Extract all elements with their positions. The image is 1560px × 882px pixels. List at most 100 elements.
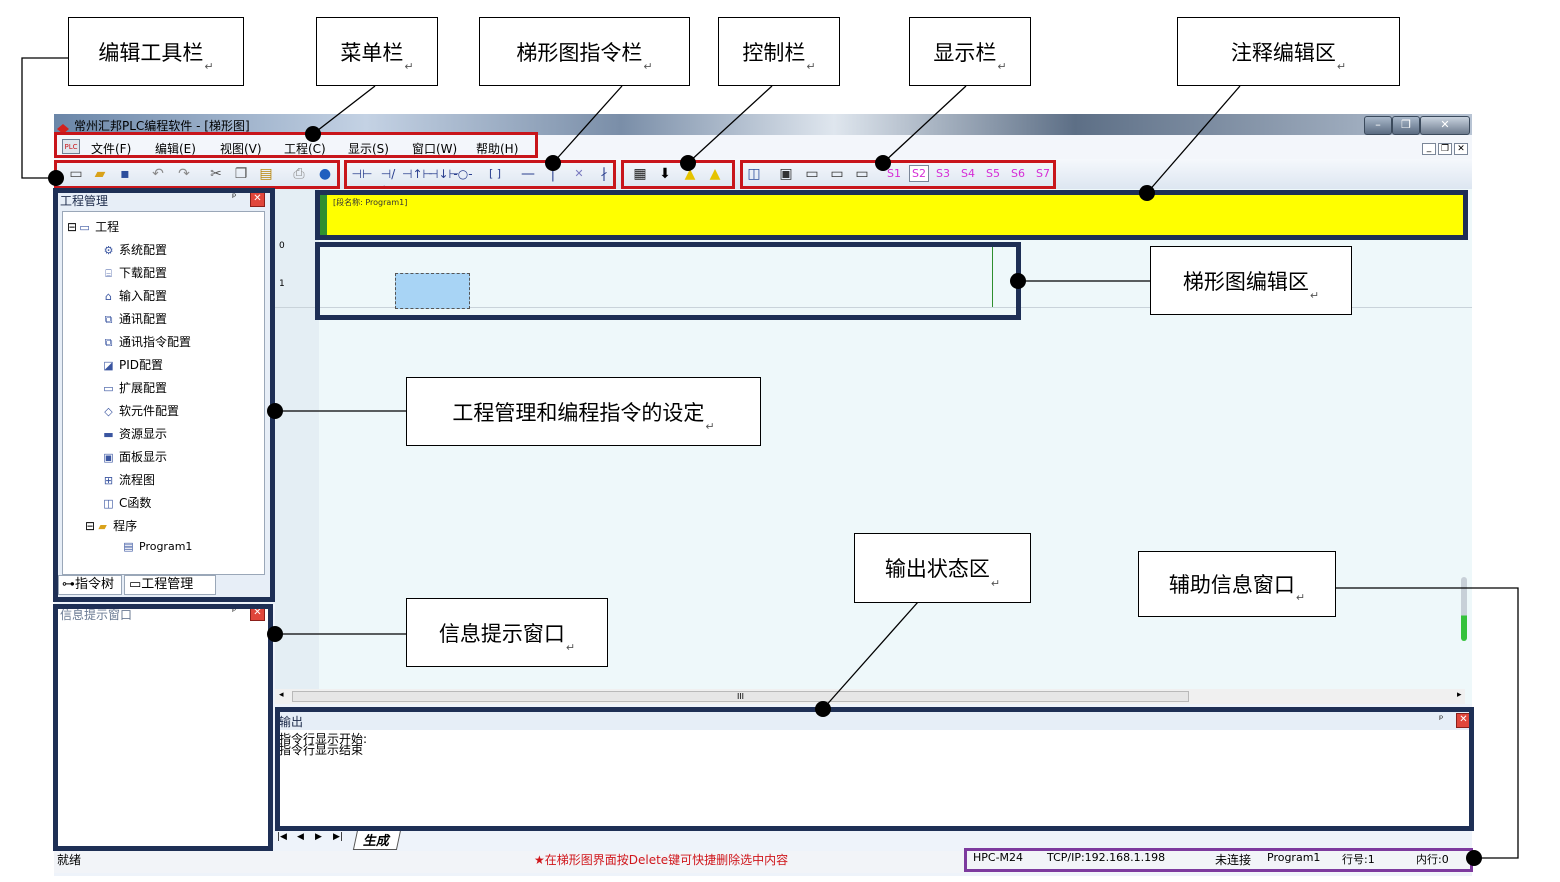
- delete-horizontal-icon[interactable]: ✕: [574, 167, 584, 180]
- display-s4[interactable]: S4: [961, 167, 975, 180]
- tree-item[interactable]: ◫C函数: [101, 494, 151, 511]
- project-tree: ⊟▭工程 ⚙系统配置 ⌸下载配置 ⌂输入配置 ⧉通讯配置 ⧉通讯指令配置 ◪PI…: [62, 211, 265, 575]
- menu-help[interactable]: 帮助(H): [476, 142, 519, 156]
- settings-icon: ⚙: [103, 244, 114, 257]
- info-panel-title: 信息提示窗口: [60, 608, 133, 622]
- comment-area[interactable]: [段名称: Program1]: [319, 193, 1465, 235]
- display-s3[interactable]: S3: [936, 167, 950, 180]
- help-icon[interactable]: ●: [318, 166, 332, 182]
- function-box-icon[interactable]: [ ]: [488, 167, 502, 180]
- warning-check-icon[interactable]: ▲: [709, 166, 721, 182]
- selection-cursor[interactable]: [395, 273, 470, 309]
- status-model: HPC-M24: [973, 851, 1024, 864]
- tree-item-program1[interactable]: ▤Program1: [121, 540, 192, 553]
- menu-edit[interactable]: 编辑(E): [155, 142, 196, 156]
- minimize-button[interactable]: –: [1364, 116, 1392, 135]
- menu-window[interactable]: 窗口(W): [412, 142, 458, 156]
- input-config-icon: ⌂: [105, 290, 112, 303]
- copy-icon[interactable]: ❐: [234, 166, 248, 182]
- nav-prev-icon[interactable]: ◀: [297, 832, 304, 842]
- scroll-thumb[interactable]: III: [292, 691, 1189, 702]
- close-button[interactable]: ✕: [1420, 116, 1470, 135]
- tree-item[interactable]: ◇软元件配置: [101, 402, 179, 419]
- callout-aux-window: 辅助信息窗口↵: [1138, 551, 1336, 617]
- undo-icon[interactable]: ↶: [152, 166, 164, 182]
- doc-restore-button[interactable]: ❐: [1438, 143, 1452, 155]
- pin-icon[interactable]: ᵖ: [232, 606, 237, 617]
- tree-root[interactable]: ⊟▭工程: [67, 220, 120, 234]
- tree-item[interactable]: ▭扩展配置: [101, 379, 167, 396]
- horizontal-scrollbar[interactable]: ◂ III ▸: [275, 689, 1465, 704]
- tree-item[interactable]: ▣面板显示: [101, 448, 167, 465]
- panel-icon: ▣: [103, 451, 114, 464]
- paste-icon[interactable]: ▤: [259, 166, 273, 182]
- tree-item[interactable]: ⌸下载配置: [101, 264, 167, 281]
- scroll-right-icon[interactable]: ▸: [1457, 690, 1462, 700]
- output-header: [275, 708, 1472, 730]
- print-icon[interactable]: ⎙: [293, 166, 305, 182]
- tab-project-management[interactable]: ▭工程管理: [124, 575, 216, 595]
- menu-file[interactable]: 文件(F): [91, 142, 132, 156]
- save-icon[interactable]: ▪: [120, 166, 130, 182]
- comment-marker: [319, 193, 327, 235]
- tree-item[interactable]: ⊞流程图: [101, 471, 155, 488]
- scroll-left-icon[interactable]: ◂: [279, 690, 284, 700]
- nav-next-icon[interactable]: ▶: [315, 832, 322, 842]
- display-mode3-icon[interactable]: ▭: [830, 166, 844, 182]
- compile-icon[interactable]: ▦: [633, 166, 647, 182]
- display-mode1-icon[interactable]: ▣: [779, 166, 793, 182]
- row-gutter: [275, 189, 319, 704]
- warning-icon[interactable]: ▲: [684, 166, 696, 182]
- row-number: 1: [279, 279, 285, 289]
- monitor-icon[interactable]: ◫: [747, 166, 761, 182]
- pin-icon[interactable]: ᵖ: [232, 192, 237, 203]
- nav-first-icon[interactable]: |◀: [277, 832, 287, 842]
- program-icon: ▤: [123, 540, 134, 553]
- tree-item[interactable]: ⧉通讯配置: [101, 310, 167, 327]
- tree-item[interactable]: ⧉通讯指令配置: [101, 333, 191, 350]
- coil-icon[interactable]: -○-: [453, 167, 473, 181]
- delete-vertical-icon[interactable]: ∤: [600, 166, 608, 182]
- open-icon[interactable]: ▰: [94, 166, 106, 182]
- display-s6[interactable]: S6: [1011, 167, 1025, 180]
- new-icon[interactable]: ▭: [69, 166, 83, 182]
- display-s1[interactable]: S1: [887, 167, 901, 180]
- vertical-line-icon[interactable]: │: [548, 166, 558, 182]
- tree-item-program-folder[interactable]: ⊟▰程序: [85, 519, 138, 533]
- redo-icon[interactable]: ↷: [178, 166, 190, 182]
- tree-tab-icon: ⊶: [62, 577, 75, 592]
- callout-comment-area: 注释编辑区↵: [1177, 17, 1400, 86]
- tree-item[interactable]: ⌂输入配置: [101, 287, 167, 304]
- collapse-icon[interactable]: ⊟: [67, 220, 78, 234]
- display-s5[interactable]: S5: [986, 167, 1000, 180]
- download-icon[interactable]: ⬇: [659, 166, 671, 182]
- callout-project-area: 工程管理和编程指令的设定↵: [406, 377, 761, 446]
- close-panel-icon[interactable]: ✕: [250, 606, 265, 621]
- display-mode2-icon[interactable]: ▭: [805, 166, 819, 182]
- doc-minimize-button[interactable]: _: [1422, 143, 1436, 155]
- menu-view[interactable]: 视图(V): [220, 142, 262, 156]
- horizontal-line-icon[interactable]: —: [521, 166, 535, 182]
- rising-edge-icon[interactable]: ⊣↑⊢: [402, 167, 433, 181]
- status-hint: ★在梯形图界面按Delete键可快捷删除选中内容: [534, 853, 789, 867]
- display-s2[interactable]: S2: [909, 165, 929, 182]
- menu-project[interactable]: 工程(C): [284, 142, 326, 156]
- display-mode4-icon[interactable]: ▭: [855, 166, 869, 182]
- display-s7[interactable]: S7: [1036, 167, 1050, 180]
- nav-last-icon[interactable]: ▶|: [333, 832, 343, 842]
- computer-icon: ▭: [79, 221, 90, 234]
- vertical-scroll-indicator[interactable]: [1461, 577, 1467, 641]
- pid-icon: ◪: [103, 359, 114, 372]
- tab-build[interactable]: 生成: [352, 830, 402, 850]
- doc-close-button[interactable]: ✕: [1454, 143, 1468, 155]
- collapse-icon[interactable]: ⊟: [85, 519, 96, 533]
- no-contact-icon[interactable]: ⊣⊢: [351, 167, 373, 181]
- restore-button[interactable]: ❐: [1392, 116, 1420, 135]
- falling-edge-icon[interactable]: ⊣↓⊢: [428, 167, 459, 181]
- tab-instruction-tree[interactable]: ⊶指令树: [58, 575, 122, 595]
- menu-display[interactable]: 显示(S): [348, 142, 389, 156]
- tree-item[interactable]: ⚙系统配置: [101, 241, 167, 258]
- tree-item[interactable]: ▬资源显示: [101, 425, 167, 442]
- cut-icon[interactable]: ✂: [210, 166, 222, 182]
- tree-item[interactable]: ◪PID配置: [101, 356, 163, 373]
